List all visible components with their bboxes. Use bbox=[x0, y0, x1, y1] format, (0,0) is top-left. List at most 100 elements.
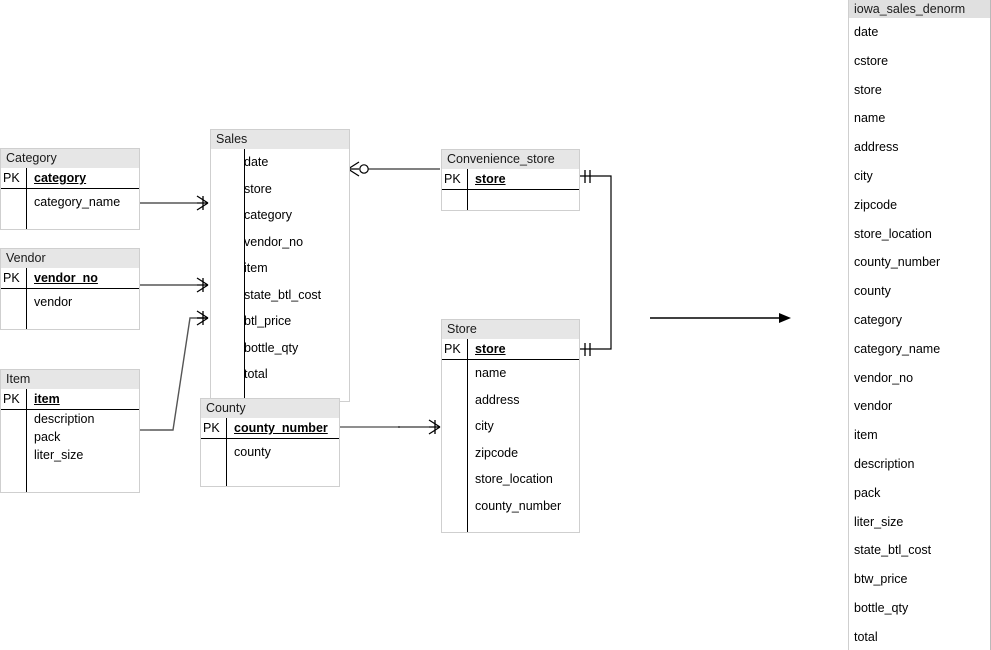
field-name: bottle_qty bbox=[244, 340, 299, 355]
entity-body-spacer bbox=[201, 466, 339, 486]
field-name: city bbox=[475, 419, 494, 434]
entity-field-row[interactable]: description bbox=[1, 410, 139, 428]
field-list-item[interactable]: county bbox=[854, 284, 891, 299]
entity-body-spacer bbox=[1, 216, 139, 229]
field-name: category_name bbox=[34, 195, 121, 210]
entity-field-row[interactable]: zipcode bbox=[442, 440, 579, 467]
field-name: county bbox=[234, 445, 271, 460]
entity-field-row[interactable]: vendor_no bbox=[211, 229, 349, 256]
entity-field-row[interactable]: vendor bbox=[1, 289, 139, 316]
rel-category-sales bbox=[140, 195, 209, 211]
entity-field-row[interactable]: state_btl_cost bbox=[211, 282, 349, 309]
field-list-item[interactable]: vendor bbox=[854, 399, 893, 414]
field-list-item[interactable]: address bbox=[854, 140, 899, 155]
entity-field-row[interactable]: name bbox=[442, 360, 579, 387]
field-name: store bbox=[475, 342, 506, 356]
entity-field-row[interactable]: address bbox=[442, 387, 579, 414]
field-list-item[interactable]: date bbox=[854, 25, 879, 39]
entity-field-row[interactable]: pack bbox=[1, 428, 139, 446]
field-name: category bbox=[244, 208, 292, 223]
field-list-item[interactable]: county_number bbox=[854, 255, 941, 270]
field-list-item[interactable]: category_name bbox=[854, 341, 941, 356]
field-list-item[interactable]: item bbox=[854, 428, 878, 443]
field-list-item[interactable]: total bbox=[854, 629, 878, 644]
entity-title-store: Store bbox=[442, 320, 579, 339]
entity-field-row[interactable]: store_location bbox=[442, 466, 579, 493]
field-name: item bbox=[34, 392, 60, 406]
entity-field-row[interactable]: bottle_qty bbox=[211, 335, 349, 362]
entity-field-row[interactable]: total bbox=[211, 361, 349, 388]
entity-body-spacer bbox=[1, 464, 139, 492]
entity-field-row[interactable]: category bbox=[211, 202, 349, 229]
field-name: store_location bbox=[475, 472, 553, 487]
field-list-item[interactable]: description bbox=[854, 456, 915, 471]
entity-title-convenience_store: Convenience_store bbox=[442, 150, 579, 169]
field-list-item[interactable]: zipcode bbox=[854, 197, 898, 212]
field-list-item[interactable]: bottle_qty bbox=[854, 600, 909, 615]
field-name: item bbox=[244, 261, 268, 276]
field-list-item[interactable]: name bbox=[854, 111, 886, 126]
pk-marker: PK bbox=[3, 392, 20, 406]
entity-body-spacer bbox=[442, 519, 579, 532]
field-name: state_btl_cost bbox=[244, 287, 322, 302]
entity-field-row[interactable]: county_number bbox=[442, 493, 579, 520]
field-list-item[interactable]: btw_price bbox=[854, 572, 908, 587]
field-list-item[interactable]: city bbox=[854, 168, 873, 183]
rel-sales-convenience-store bbox=[347, 161, 440, 177]
field-name: store bbox=[475, 172, 506, 186]
entity-field-row[interactable]: PK item bbox=[1, 389, 139, 410]
rel-county-store bbox=[340, 419, 441, 435]
field-name: date bbox=[244, 155, 269, 170]
field-list-items: date cstore store name address city zipcode sto… bbox=[849, 18, 990, 650]
field-name: zipcode bbox=[475, 445, 519, 460]
field-list-item[interactable]: vendor_no bbox=[854, 370, 914, 385]
entity-field-row[interactable]: county bbox=[201, 439, 339, 466]
entity-field-row[interactable]: item bbox=[211, 255, 349, 282]
field-name: liter_size bbox=[34, 448, 84, 462]
pk-marker: PK bbox=[3, 171, 20, 185]
field-list-item[interactable]: cstore bbox=[854, 53, 889, 68]
entity-field-row[interactable]: city bbox=[442, 413, 579, 440]
field-name: name bbox=[475, 366, 507, 381]
entity-field-row[interactable]: btl_price bbox=[211, 308, 349, 335]
field-list-item[interactable]: store bbox=[854, 82, 882, 97]
field-list-title: iowa_sales_denorm bbox=[849, 0, 990, 18]
field-list-item[interactable]: state_btl_cost bbox=[854, 543, 932, 558]
field-list-item[interactable]: pack bbox=[854, 485, 881, 500]
entity-title-county: County bbox=[201, 399, 339, 418]
entity-field-row[interactable]: date bbox=[211, 149, 349, 176]
field-name: btl_price bbox=[244, 314, 292, 329]
entity-title-sales: Sales bbox=[211, 130, 349, 149]
entity-field-row[interactable]: liter_size bbox=[1, 446, 139, 464]
field-name: vendor_no bbox=[34, 271, 98, 285]
field-name: total bbox=[244, 367, 268, 382]
field-list-item[interactable]: liter_size bbox=[854, 514, 904, 529]
rel-convenience-store-store bbox=[580, 170, 612, 356]
field-name: store bbox=[244, 181, 272, 196]
field-list-item[interactable]: store_location bbox=[854, 226, 932, 241]
entity-field-row[interactable]: store bbox=[211, 176, 349, 203]
field-name: county_number bbox=[234, 421, 328, 435]
denormalized-field-list[interactable]: iowa_sales_denorm date cstore store name add… bbox=[848, 0, 991, 650]
rel-vendor-sales bbox=[140, 277, 209, 293]
entity-field-row[interactable]: category_name bbox=[1, 189, 139, 216]
field-list-item[interactable]: category bbox=[854, 312, 902, 327]
